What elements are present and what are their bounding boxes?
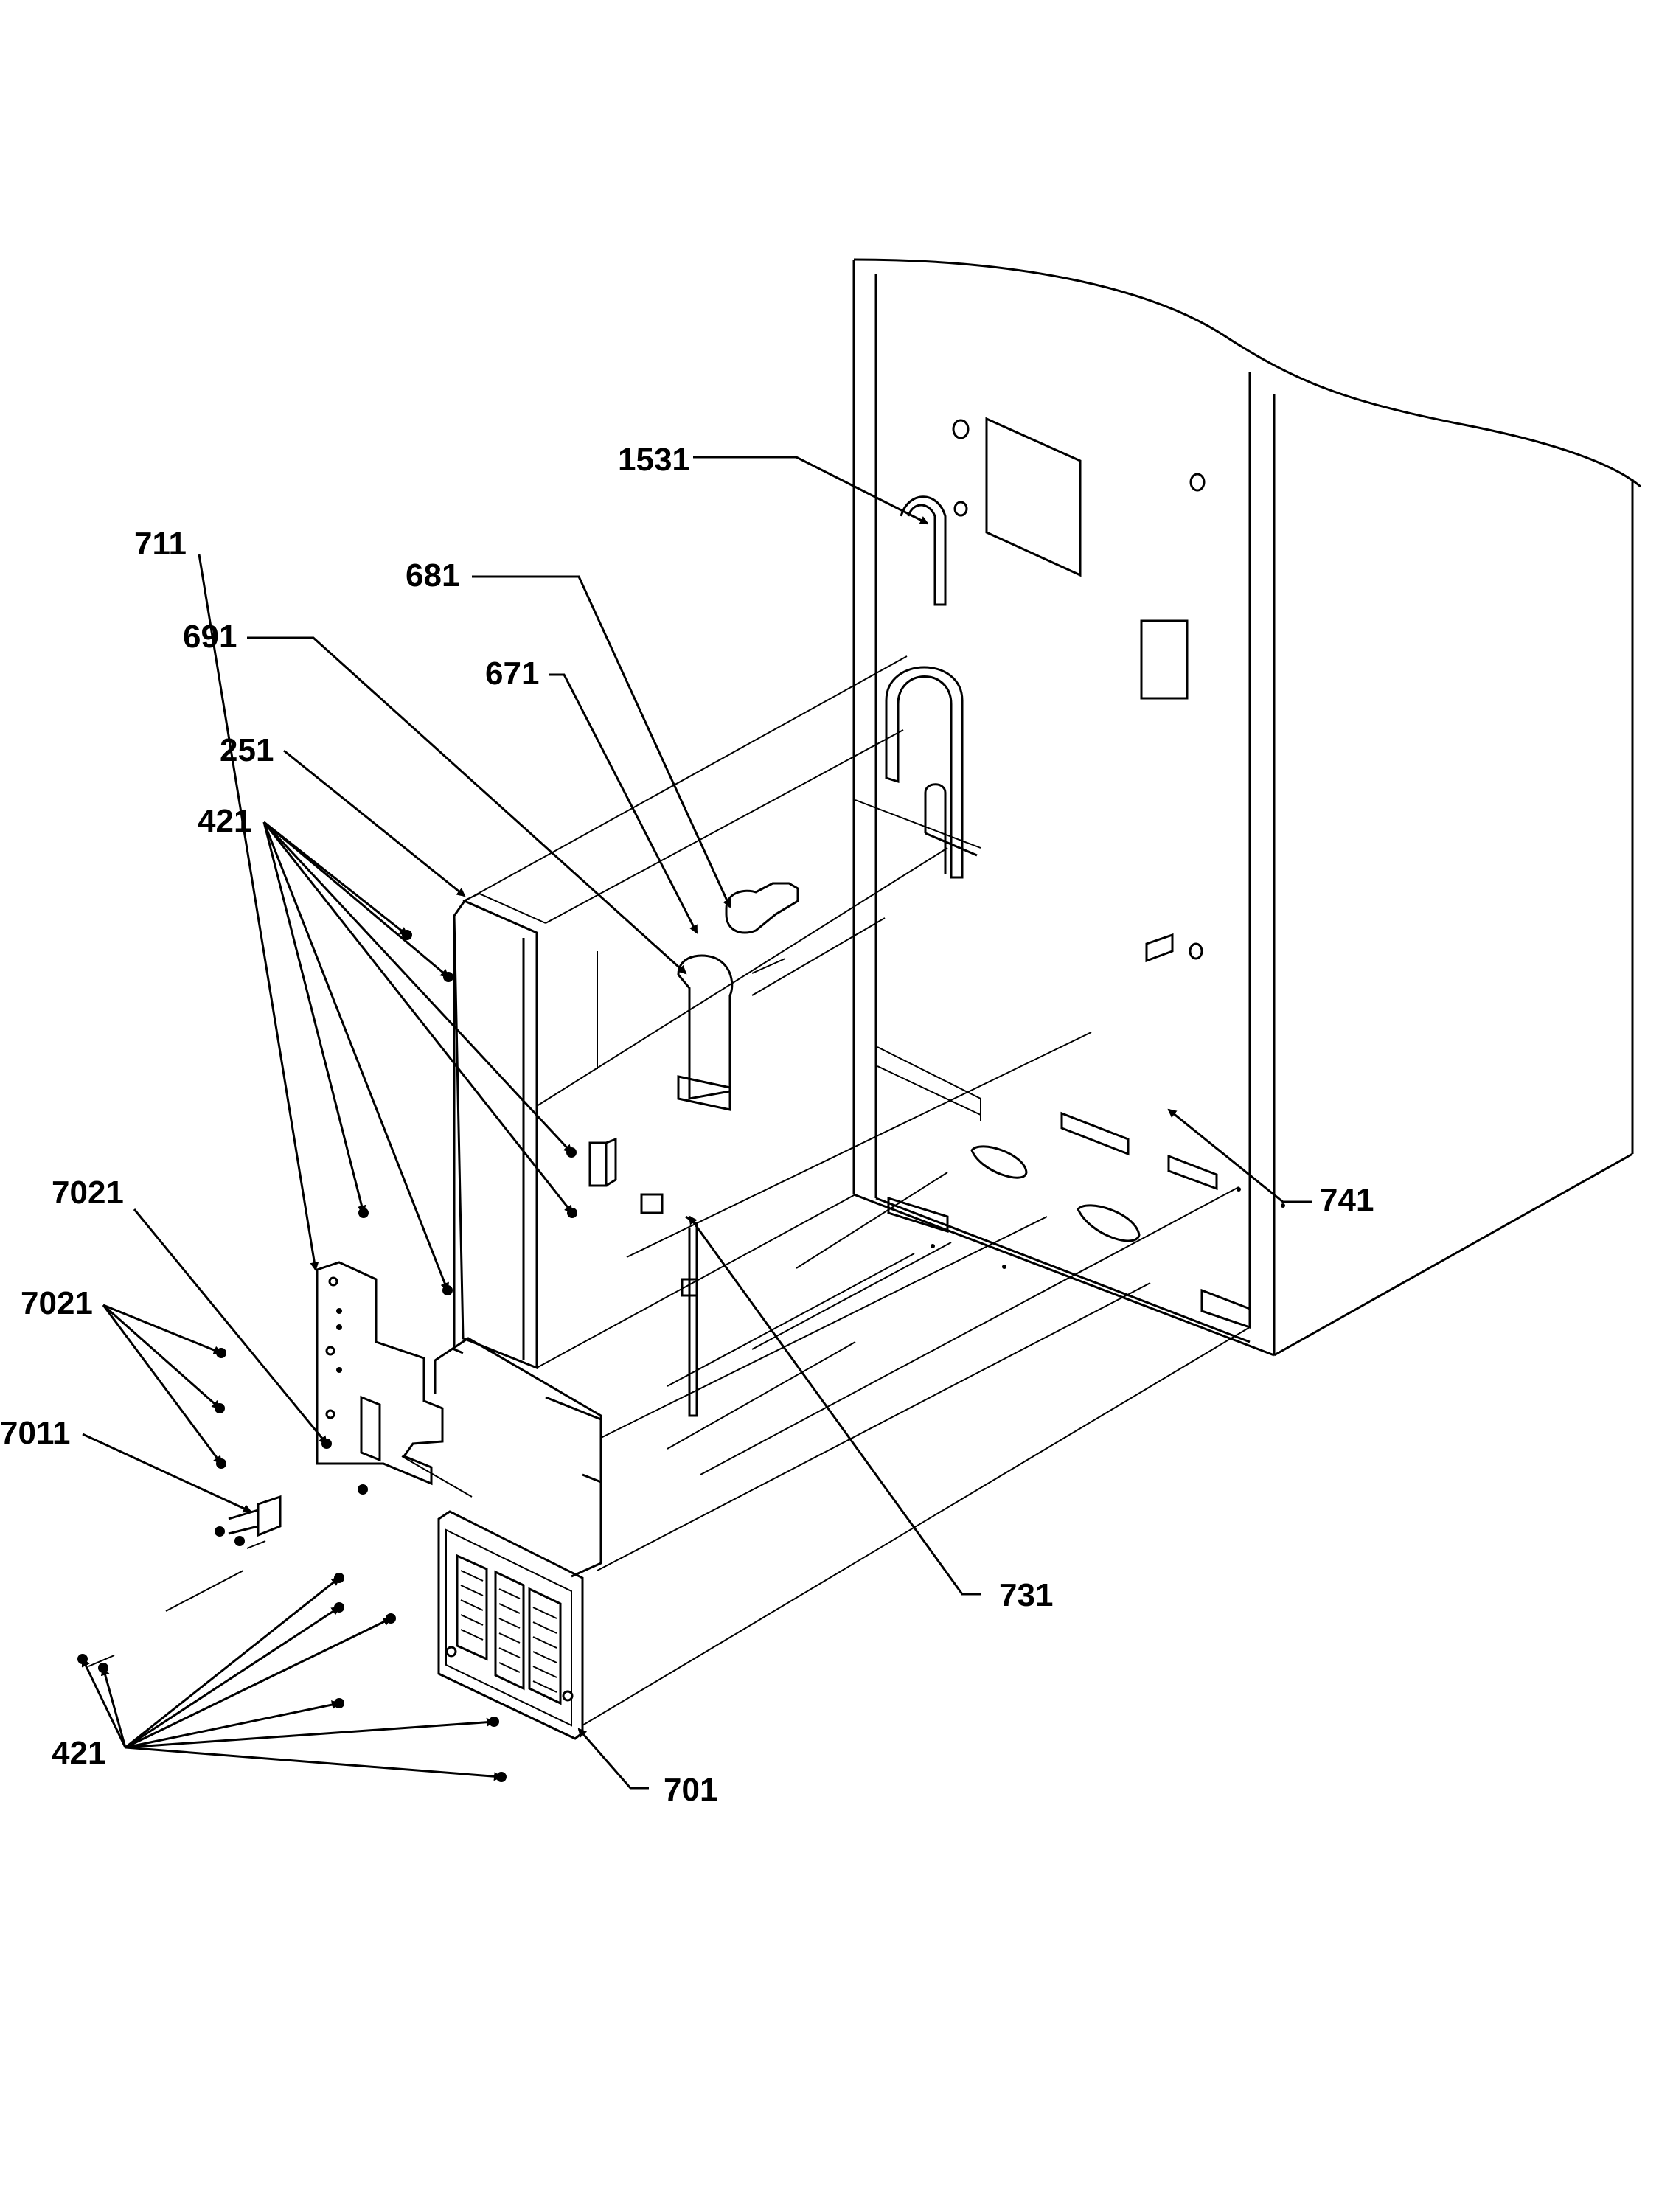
label-701: 701 bbox=[664, 1772, 717, 1808]
label-671: 671 bbox=[485, 655, 539, 692]
cabinet-body bbox=[852, 258, 1641, 1357]
label-681: 681 bbox=[406, 557, 459, 594]
label-7021-a: 7021 bbox=[52, 1175, 124, 1211]
part-labels: 1531 681 691 671 251 421 711 7021 7021 7… bbox=[0, 442, 1374, 1808]
label-691: 691 bbox=[183, 619, 237, 655]
grille-701 bbox=[437, 1510, 584, 1740]
label-421-top: 421 bbox=[198, 803, 251, 839]
grille-vent-pattern bbox=[460, 1570, 557, 1693]
leader-lines bbox=[81, 456, 1312, 1790]
label-731: 731 bbox=[999, 1577, 1053, 1613]
shroud-frame bbox=[401, 1337, 602, 1578]
label-251: 251 bbox=[220, 732, 274, 768]
label-741: 741 bbox=[1320, 1182, 1374, 1218]
projection-lines bbox=[88, 655, 1251, 1726]
label-711: 711 bbox=[134, 526, 187, 562]
label-7011: 7011 bbox=[0, 1415, 70, 1451]
label-421-bottom: 421 bbox=[52, 1735, 105, 1771]
label-7021-b: 7021 bbox=[21, 1285, 93, 1321]
bracket-711 bbox=[316, 1261, 444, 1486]
part-7011 bbox=[228, 1495, 282, 1537]
label-1531: 1531 bbox=[618, 442, 690, 478]
valve-parts bbox=[588, 882, 886, 1417]
screws bbox=[77, 930, 577, 1782]
back-panel-251 bbox=[453, 892, 546, 1370]
